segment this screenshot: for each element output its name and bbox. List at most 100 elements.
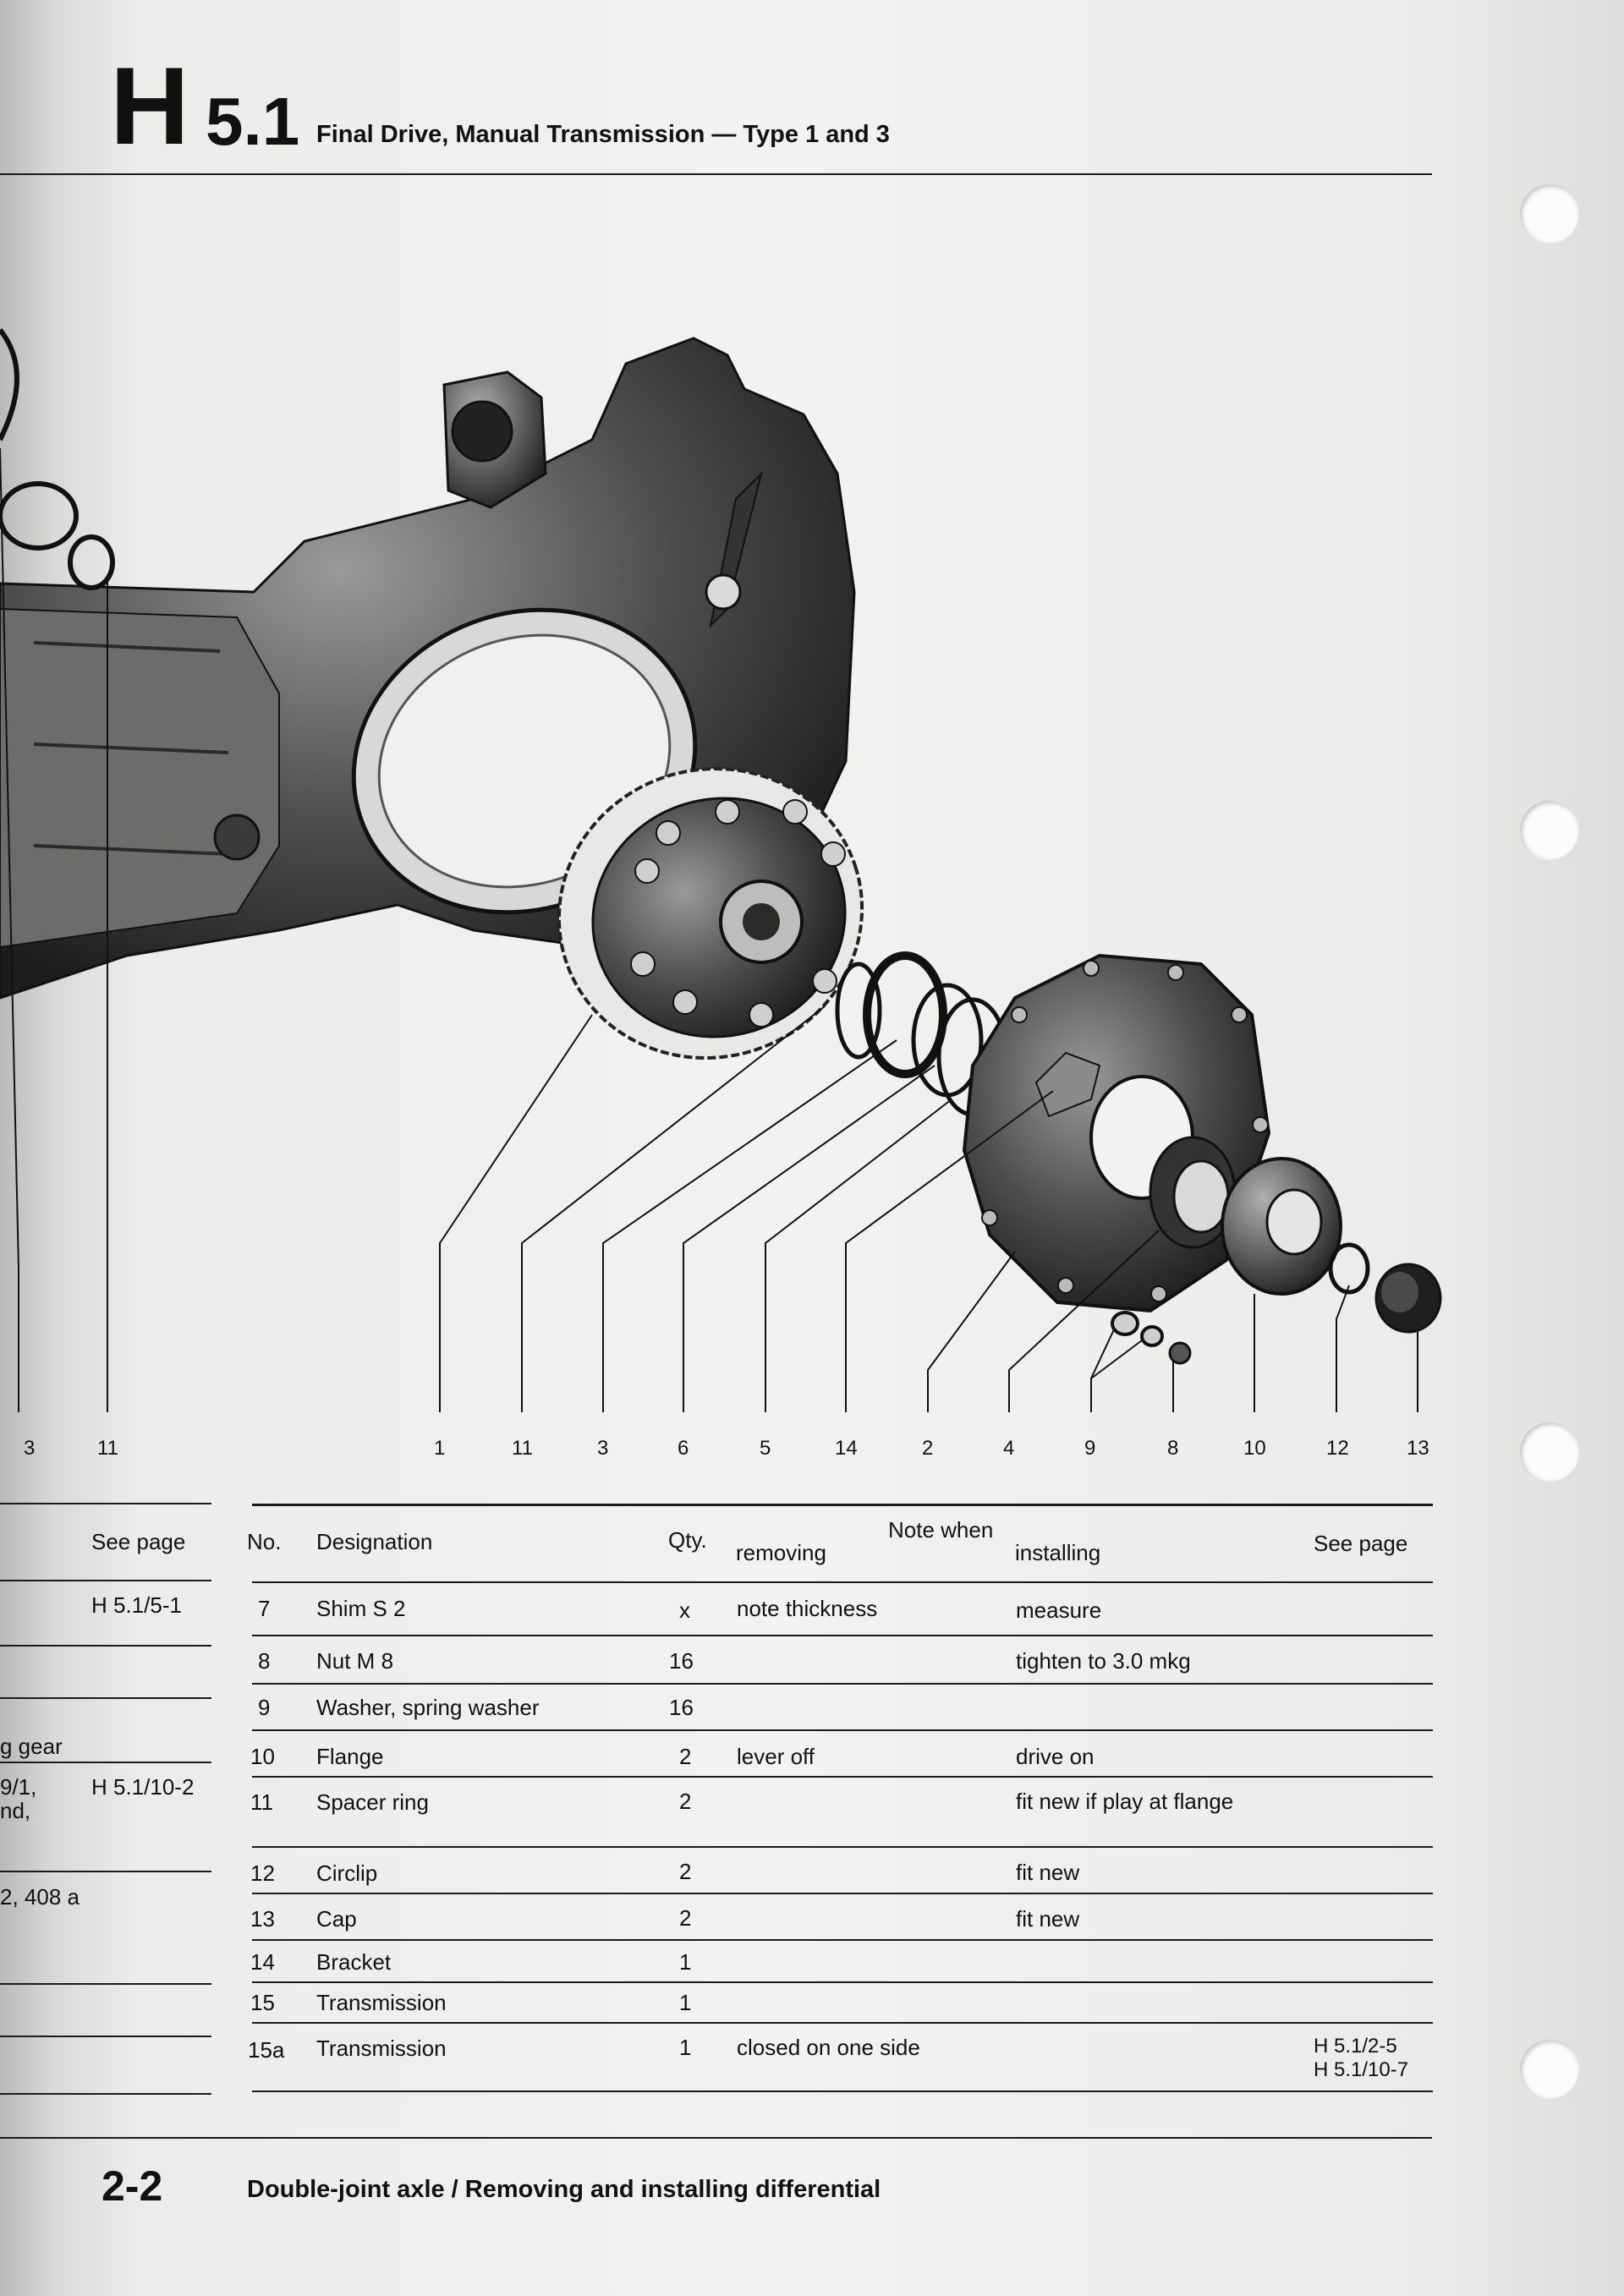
col-header-removing: removing <box>736 1540 826 1565</box>
page-number: 2-2 <box>102 2162 163 2210</box>
cell-qty: 2 <box>679 1859 692 1884</box>
left-see-page: H 5.1/10-2 <box>91 1774 195 1800</box>
cell-designation: Cap <box>316 1906 357 1932</box>
cell-installing: tighten to 3.0 mkg <box>1016 1648 1191 1674</box>
footer-title: Double-joint axle / Removing and install… <box>247 2176 881 2203</box>
cell-no: 7 <box>258 1596 271 1621</box>
cell-designation: Washer, spring washer <box>316 1695 540 1720</box>
col-header-qty: Qty. <box>668 1527 707 1553</box>
cell-no: 9 <box>258 1695 271 1720</box>
cell-installing: fit new if play at flange <box>1016 1789 1234 1814</box>
callout-label: 5 <box>760 1437 771 1460</box>
cap <box>1374 1263 1442 1334</box>
cell-designation: Transmission <box>316 1990 447 2015</box>
cell-no: 8 <box>258 1648 271 1674</box>
cell-qty: 1 <box>679 2035 692 2060</box>
cell-qty: x <box>679 1597 690 1623</box>
table-rule <box>252 1939 1433 1941</box>
callout-label: 1 <box>434 1437 445 1460</box>
table-rule <box>0 1697 211 1699</box>
cell-designation: Flange <box>316 1744 384 1769</box>
cell-designation: Transmission <box>316 2036 447 2061</box>
callout-label: 11 <box>97 1437 118 1460</box>
table-rule <box>252 1893 1433 1894</box>
cell-installing: fit new <box>1016 1860 1080 1885</box>
nut <box>1168 1341 1192 1365</box>
callout-label: 11 <box>512 1437 533 1460</box>
table-rule <box>252 2091 1433 2092</box>
left-see-page: H 5.1/5-1 <box>91 1592 182 1618</box>
flange <box>1221 1157 1342 1296</box>
cell-designation: Shim S 2 <box>316 1596 406 1621</box>
table-rule <box>0 1871 211 1872</box>
binder-hole <box>1520 2040 1579 2099</box>
left-fragment: 9/1, <box>0 1774 37 1800</box>
section-letter: H <box>110 44 189 167</box>
table-rule <box>0 2093 211 2095</box>
cell-installing: measure <box>1016 1597 1102 1623</box>
cell-qty: 2 <box>679 1905 692 1931</box>
left-fragment: g gear <box>0 1734 63 1759</box>
callout-label: 2 <box>922 1437 933 1460</box>
cell-see-page: H 5.1/2-5 <box>1314 2035 1397 2058</box>
cell-qty: 1 <box>679 1949 692 1975</box>
table-rule <box>0 1983 211 1985</box>
section-number: 5.1 <box>206 84 300 159</box>
table-rule <box>0 1645 211 1647</box>
left-fragment: nd, <box>0 1798 31 1823</box>
table-rule <box>0 2036 211 2037</box>
col-header-no: No. <box>247 1529 282 1554</box>
left-fragment: 2, 408 a <box>0 1884 80 1910</box>
cell-designation: Spacer ring <box>316 1789 429 1815</box>
leader-lines <box>0 447 1418 1412</box>
callout-label: 12 <box>1326 1437 1349 1460</box>
binder-hole <box>1520 184 1579 244</box>
table-rule <box>252 1846 1433 1848</box>
cell-see-page: H 5.1/10-7 <box>1314 2058 1409 2081</box>
callout-label: 4 <box>1003 1437 1014 1460</box>
cell-removing: lever off <box>737 1744 815 1769</box>
cell-qty: 16 <box>669 1648 694 1674</box>
cell-designation: Bracket <box>316 1949 392 1975</box>
cell-removing: closed on one side <box>737 2035 920 2060</box>
page-title: Final Drive, Manual Transmission — Type … <box>316 121 890 148</box>
callout-label: 6 <box>678 1437 689 1460</box>
callout-labels: 3 11 1 11 3 6 5 14 2 4 9 8 10 12 13 <box>24 1437 1429 1460</box>
binder-hole <box>1520 801 1579 860</box>
table-rule <box>252 1683 1433 1685</box>
table-rule <box>0 1503 211 1504</box>
callout-label: 9 <box>1084 1437 1095 1460</box>
col-header-see-page: See page <box>1314 1531 1408 1556</box>
oil-seal <box>1149 1136 1237 1249</box>
cell-no: 15a <box>248 2037 285 2063</box>
callout-label: 13 <box>1407 1437 1429 1460</box>
table-rule <box>252 2022 1433 2024</box>
col-header-note-when: Note when <box>888 1517 994 1543</box>
table-rule <box>0 1762 211 1763</box>
cell-no: 13 <box>250 1906 275 1932</box>
cell-designation: Circlip <box>316 1860 378 1886</box>
cell-no: 10 <box>250 1744 275 1769</box>
callout-label: 3 <box>597 1437 608 1460</box>
cell-qty: 2 <box>679 1744 692 1769</box>
circlip <box>1328 1242 1370 1295</box>
footer-rule <box>0 2137 1432 2139</box>
cell-no: 11 <box>250 1789 273 1815</box>
cell-installing: drive on <box>1016 1744 1095 1769</box>
washers <box>1111 1311 1164 1347</box>
callout-label: 14 <box>835 1437 858 1460</box>
cell-removing: note thickness <box>737 1596 878 1621</box>
table-rule <box>252 1504 1433 1506</box>
col-header-designation: Designation <box>316 1529 433 1554</box>
table-rule <box>252 1729 1433 1731</box>
table-rule <box>252 1981 1433 1983</box>
differential-assembly <box>557 767 864 1060</box>
cell-qty: 16 <box>669 1695 694 1720</box>
col-header-installing: installing <box>1015 1540 1101 1565</box>
left-see-page-header: See page <box>91 1529 186 1554</box>
binder-hole <box>1520 1422 1579 1482</box>
cell-no: 15 <box>250 1990 275 2015</box>
exploded-view-diagram: 3 11 1 11 3 6 5 14 2 4 9 8 10 12 13 <box>0 328 1442 1460</box>
cell-designation: Nut M 8 <box>316 1648 394 1674</box>
